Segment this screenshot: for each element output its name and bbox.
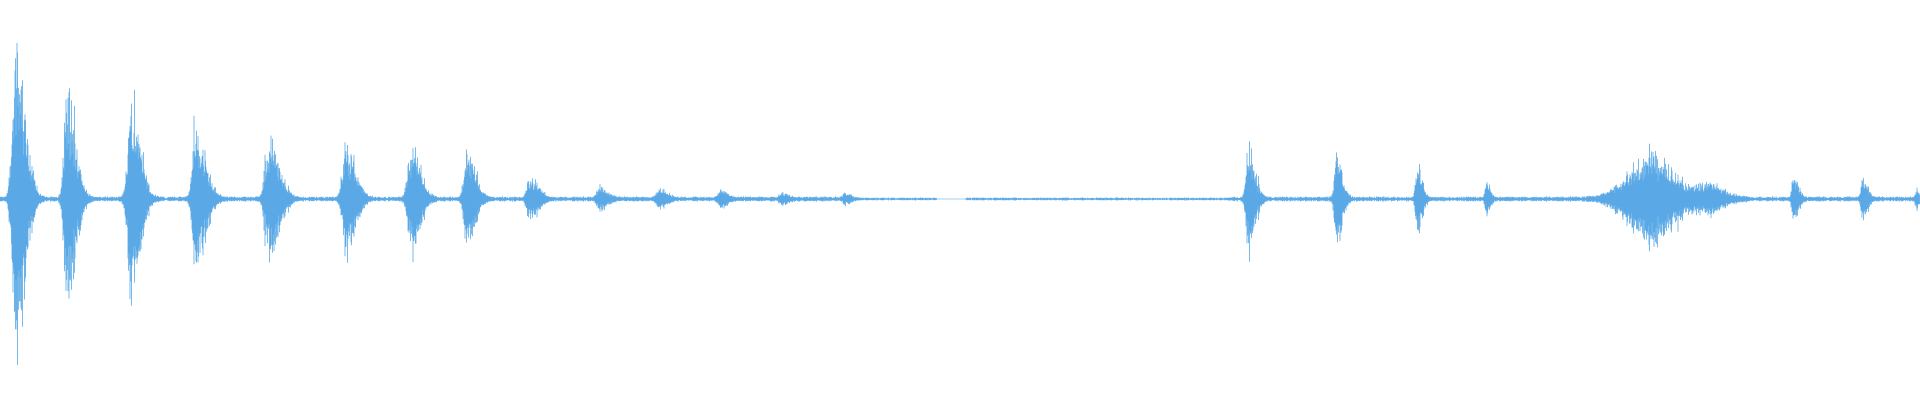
waveform-path (0, 42, 1920, 365)
waveform-trace (0, 42, 1920, 365)
